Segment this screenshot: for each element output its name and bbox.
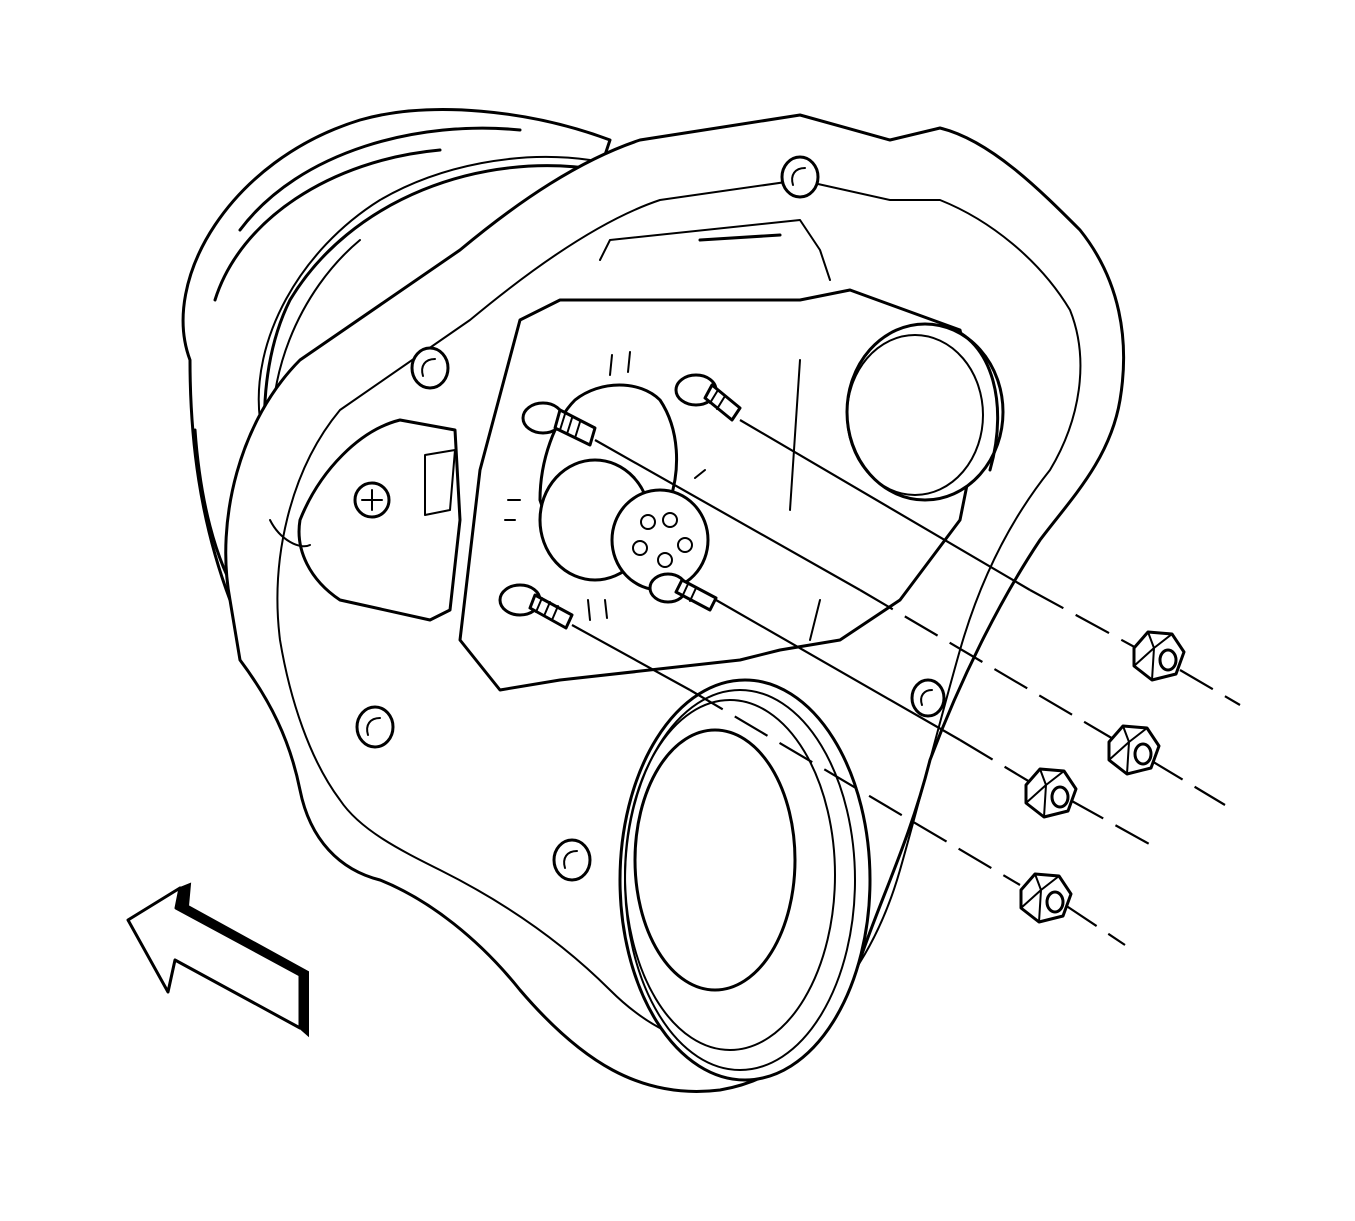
bolt-hole-left-upper bbox=[410, 346, 450, 390]
wire-bracket bbox=[269, 418, 462, 622]
stud-icon bbox=[648, 572, 718, 612]
nuts bbox=[1019, 630, 1186, 924]
bolt-hole-right bbox=[910, 678, 946, 718]
stud-icon bbox=[498, 583, 574, 630]
nut-icon bbox=[1024, 767, 1078, 819]
sensor-connector bbox=[504, 351, 710, 621]
bolt-hole-bottom bbox=[552, 838, 592, 882]
bolt-hole-top bbox=[780, 155, 820, 199]
studs bbox=[498, 373, 742, 630]
cover-bolt-holes bbox=[355, 155, 946, 882]
stud-icon bbox=[521, 401, 597, 447]
nut-icon bbox=[1019, 872, 1073, 924]
bolt-hole-left-lower bbox=[355, 705, 395, 749]
alignment-lines bbox=[571, 419, 1241, 946]
direction-arrow-icon bbox=[126, 882, 309, 1038]
nut-icon bbox=[1132, 630, 1186, 682]
nut-icon bbox=[1107, 724, 1161, 776]
stud-icon bbox=[674, 373, 742, 422]
upper-output-bore bbox=[845, 322, 1005, 502]
lower-output-bore bbox=[618, 678, 872, 1082]
